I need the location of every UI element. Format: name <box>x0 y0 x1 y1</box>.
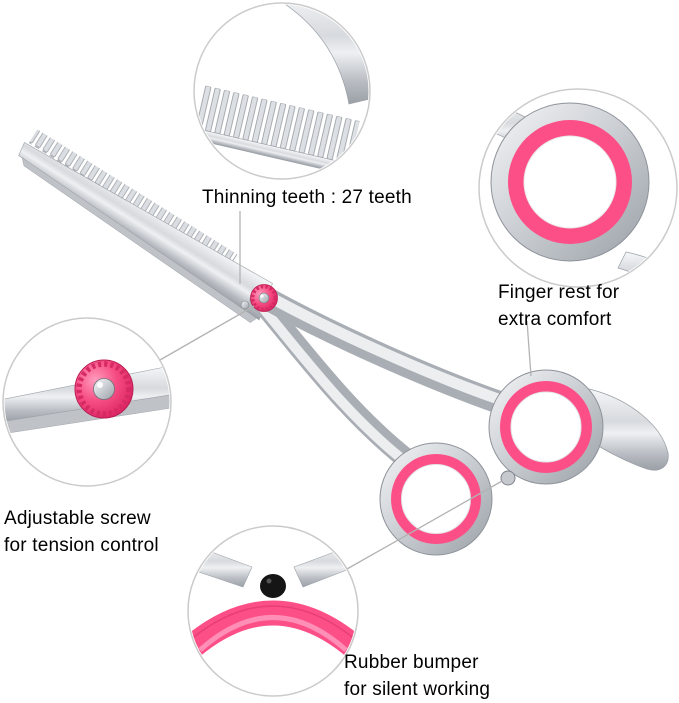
tension-screw <box>240 284 278 312</box>
scissors <box>18 129 669 556</box>
label-finger-rest-line2: extra comfort <box>498 309 612 330</box>
label-thinning-teeth: Thinning teeth : 27 teeth <box>202 187 412 208</box>
zoom-hook-piece <box>617 251 676 286</box>
lower-blade-edge <box>21 157 257 323</box>
zoom-rubber-ring-edge <box>189 605 357 647</box>
screw-ridges <box>250 284 278 312</box>
zoom-ring-hole <box>523 135 617 229</box>
screw-center <box>258 292 270 304</box>
handle-shanks <box>249 286 510 475</box>
callout-adjustable-screw <box>2 317 172 487</box>
zoom-screw-ridges <box>76 361 132 417</box>
comb-teeth-band <box>28 129 238 269</box>
ring-b-hole <box>510 391 582 463</box>
rubber-bumper <box>500 470 516 486</box>
zoom-screw-center <box>93 378 115 400</box>
screw-pin <box>240 300 250 310</box>
zoom-comb-teeth <box>195 85 360 165</box>
finger-rest-hook <box>584 387 669 471</box>
screw-shine <box>260 294 264 298</box>
label-rubber-bumper-line1: Rubber bumper <box>344 652 479 673</box>
zoom-bumper-tip-shine <box>266 578 272 584</box>
zoom-rubber-ring-highlight <box>198 615 348 652</box>
label-adjustable-screw-line1: Adjustable screw <box>4 508 151 529</box>
callout-right-content <box>480 99 676 286</box>
zoom-screw-shine <box>97 382 103 388</box>
label-rubber-bumper-line2: for silent working <box>344 679 491 700</box>
finger-rest-connector-line <box>526 320 532 377</box>
bumper-connector-line <box>346 480 503 570</box>
blade-body <box>18 142 273 321</box>
finger-ring-a <box>379 442 493 556</box>
callout-finger-rest <box>478 88 678 288</box>
shank-a-highlight <box>253 297 416 471</box>
zoom-bumper-tip <box>260 574 286 598</box>
label-finger-rest-line1: Finger rest for <box>498 282 620 303</box>
label-rubber-bumper: Rubber bumper for silent working <box>344 649 490 703</box>
label-finger-rest: Finger rest for extra comfort <box>498 279 619 333</box>
callout-top-content <box>195 4 369 176</box>
screw-connector-line <box>159 305 255 361</box>
thinning-blade <box>18 129 273 323</box>
shank-b-highlight <box>260 289 504 405</box>
label-adjustable-screw-line2: for tension control <box>4 535 159 556</box>
zoom-rubber-ring <box>189 600 357 662</box>
ring-a-hole <box>401 464 471 534</box>
label-adjustable-screw: Adjustable screw for tension control <box>4 505 159 559</box>
connector-lines <box>159 211 532 570</box>
finger-ring-b <box>488 369 604 485</box>
callout-rubber-bumper <box>187 525 359 697</box>
callout-left-content <box>4 359 170 435</box>
callout-thinning-teeth <box>193 2 371 180</box>
